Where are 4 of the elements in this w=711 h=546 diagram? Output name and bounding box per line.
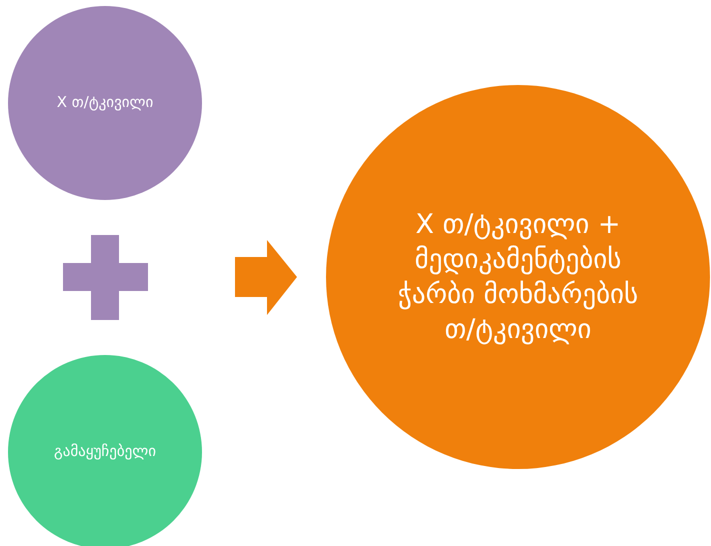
- node-text: X თ/ტკივილი + მედიკამენტების ჭარბი მოხმარების თ/ტკივილი: [396, 208, 640, 348]
- block-arrow: [235, 240, 297, 315]
- node-text: გამაყუჩებელი: [54, 442, 156, 462]
- node-text: X თ/ტკივილი: [56, 93, 154, 113]
